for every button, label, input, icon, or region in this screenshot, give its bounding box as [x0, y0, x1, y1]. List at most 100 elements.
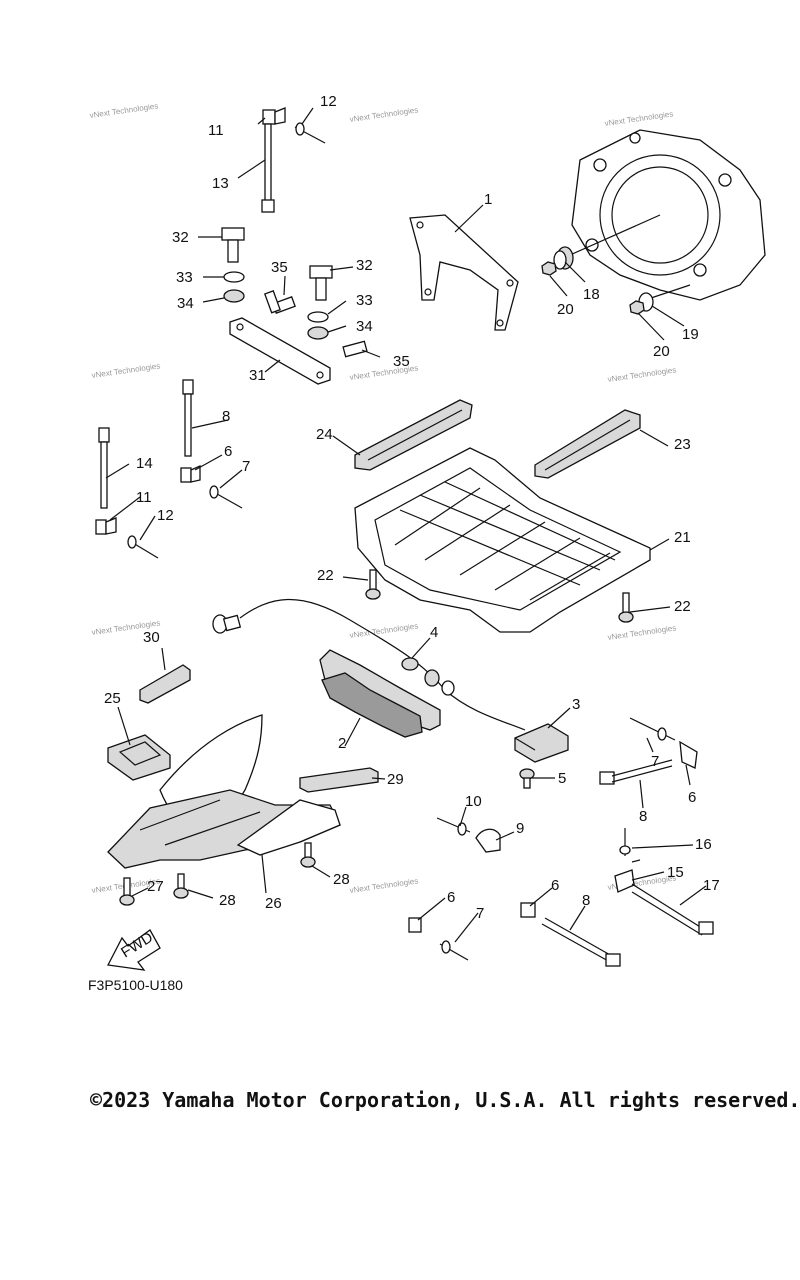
- part-label-6: 6: [447, 889, 455, 906]
- ride-plate-26: [107, 714, 341, 869]
- part-label-11: 11: [136, 489, 152, 506]
- clamp-6-bottom-center: [520, 902, 536, 918]
- part-label-22: 22: [317, 567, 334, 584]
- part-label-12: 12: [320, 93, 337, 110]
- part-label-16: 16: [695, 836, 712, 853]
- part-label-5: 5: [558, 770, 566, 787]
- watermark: vNext Technologies: [91, 361, 161, 380]
- clamp-6-right: [679, 740, 698, 769]
- leader-lines: [105, 107, 707, 943]
- cable-tie-13: [261, 123, 275, 213]
- nut-20-upper: [541, 261, 557, 276]
- part-label-26: 26: [265, 895, 282, 912]
- parts-diagram: vNext Technologies vNext Technologies vN…: [89, 93, 766, 971]
- part-label-35: 35: [271, 259, 288, 276]
- part-label-8: 8: [222, 408, 230, 425]
- cable-tie-8-upper: [182, 379, 194, 457]
- part-label-6: 6: [551, 877, 559, 894]
- part-label-12: 12: [157, 507, 174, 524]
- part-label-7: 7: [651, 753, 659, 770]
- plate-25: [107, 734, 171, 781]
- cable-tie-14: [98, 427, 110, 509]
- part-label-6: 6: [688, 789, 696, 806]
- pin-7-right: [629, 717, 676, 741]
- watermark: vNext Technologies: [349, 105, 419, 124]
- bolt-32-left: [221, 227, 245, 263]
- copyright-notice: ©2023 Yamaha Motor Corporation, U.S.A. A…: [90, 1088, 800, 1112]
- part-label-31: 31: [249, 367, 266, 384]
- part-label-11: 11: [208, 122, 224, 139]
- bracket-1: [409, 214, 519, 331]
- screw-5: [519, 768, 535, 789]
- bolt-35-left: [263, 290, 296, 314]
- part-label-32: 32: [356, 257, 373, 274]
- part-label-6: 6: [224, 443, 232, 460]
- part-label-18: 18: [583, 286, 600, 303]
- watermark: vNext Technologies: [349, 876, 419, 895]
- cable-tie-8-bottom: [541, 917, 621, 967]
- clamp-11-left: [95, 517, 117, 535]
- watermark: vNext Technologies: [607, 623, 677, 642]
- watermark: vNext Technologies: [607, 365, 677, 384]
- diagram-code: F3P5100-U180: [88, 977, 183, 993]
- pin-12-left: [127, 535, 159, 559]
- clamp-6-left: [180, 464, 201, 483]
- part-label-2: 2: [338, 735, 346, 752]
- part-label-25: 25: [104, 690, 121, 707]
- part-label-3: 3: [572, 696, 580, 713]
- watermark: vNext Technologies: [349, 621, 419, 640]
- bolt-32-right: [309, 265, 333, 301]
- part-label-1: 1: [484, 191, 492, 208]
- part-label-21: 21: [674, 529, 691, 546]
- plate-30: [139, 664, 191, 704]
- part-label-13: 13: [212, 175, 229, 192]
- part-label-32: 32: [172, 229, 189, 246]
- part-label-4: 4: [430, 624, 438, 641]
- pin-7-bottom: [439, 940, 469, 961]
- part-labels: 1 2 3 4 5 6 6 6 6 7 7 7 8 8 8 9 10 11 11…: [104, 93, 720, 922]
- part-label-34: 34: [356, 318, 373, 335]
- screw-22-right: [618, 592, 634, 623]
- part-label-17: 17: [703, 877, 720, 894]
- fwd-arrow-icon: FWD: [106, 929, 161, 971]
- part-label-23: 23: [674, 436, 691, 453]
- clamp-6-bottom-left: [408, 917, 422, 933]
- part-label-27: 27: [147, 878, 164, 895]
- screw-27: [119, 877, 135, 906]
- clip-9: [475, 828, 501, 853]
- part-label-34: 34: [177, 295, 194, 312]
- skid-23: [534, 409, 641, 479]
- part-label-35: 35: [393, 353, 410, 370]
- part-label-28: 28: [333, 871, 350, 888]
- part-label-20: 20: [557, 301, 574, 318]
- part-label-29: 29: [387, 771, 404, 788]
- part-label-7: 7: [242, 458, 250, 475]
- part-label-24: 24: [316, 426, 333, 443]
- washer-34-right: [307, 326, 329, 340]
- part-label-28: 28: [219, 892, 236, 909]
- washer-33-right: [307, 311, 329, 323]
- intake-grate-21: [354, 447, 651, 633]
- mount-rubber-18: [553, 214, 661, 270]
- screw-22-left: [365, 569, 381, 600]
- part-label-14: 14: [136, 455, 153, 472]
- cable-tie-8-right: [599, 759, 673, 785]
- clamp-11-top: [262, 107, 286, 125]
- screw-28-right: [300, 842, 316, 868]
- part-label-19: 19: [682, 326, 699, 343]
- part-label-20: 20: [653, 343, 670, 360]
- part-label-33: 33: [356, 292, 373, 309]
- washer-33-left: [223, 271, 245, 283]
- engine-housing: [571, 129, 766, 301]
- bracket-29: [299, 767, 379, 793]
- screw-28-left: [173, 873, 189, 899]
- part-label-10: 10: [465, 793, 482, 810]
- part-label-8: 8: [639, 808, 647, 825]
- washer-34-left: [223, 289, 245, 303]
- part-label-9: 9: [516, 820, 524, 837]
- pin-7-left: [209, 485, 243, 509]
- pin-16: [619, 828, 631, 856]
- nut-20-lower: [629, 300, 645, 315]
- part-label-30: 30: [143, 629, 160, 646]
- sensor-3: [514, 723, 569, 763]
